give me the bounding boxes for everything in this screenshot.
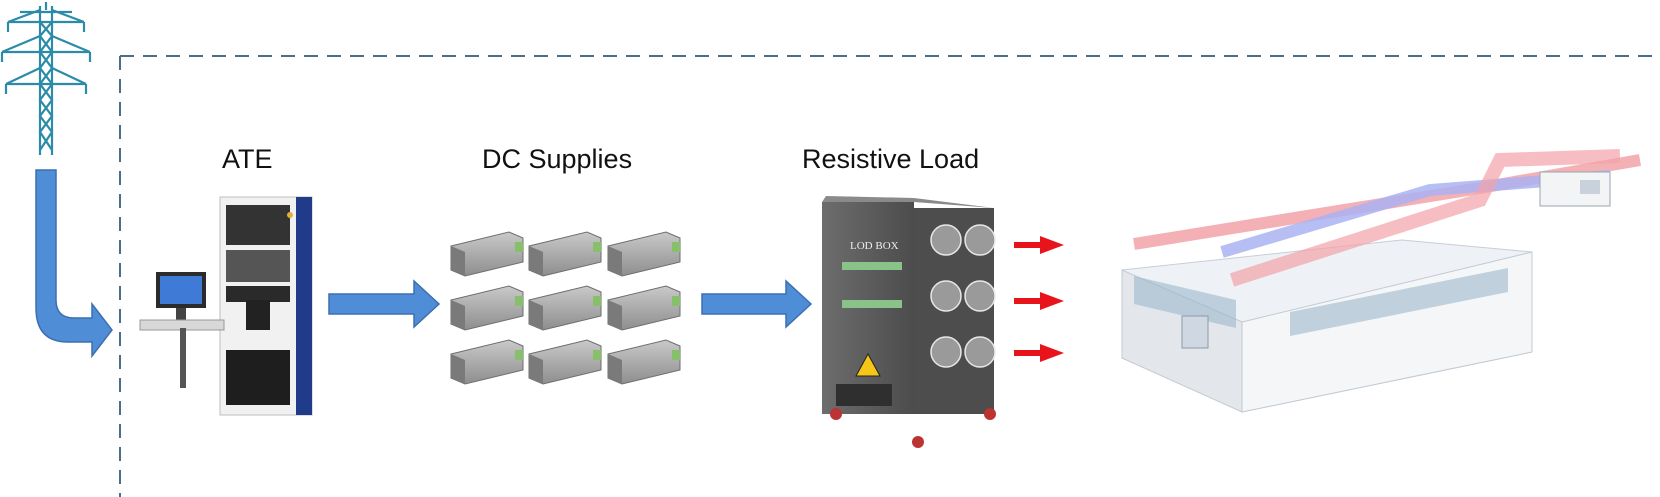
dc-supply-module-icon: [607, 231, 681, 277]
cooling-fan-icon: [964, 280, 996, 312]
load-bank-icon: [822, 196, 996, 448]
flow-arrow-1: [328, 279, 441, 329]
cooling-fan-icon: [930, 336, 962, 368]
ate-label: ATE: [222, 144, 273, 174]
dc-supply-module-icon: [450, 231, 524, 277]
cleanroom-icon: [1121, 149, 1642, 413]
dc-supply-module-icon: [528, 231, 602, 277]
grid-feed-arrow: [35, 169, 113, 359]
heat-arrows: [1014, 236, 1064, 362]
dc-supply-module-icon: [607, 339, 681, 385]
dc-supply-module-icon: [528, 285, 602, 331]
cooling-fan-icon: [930, 224, 962, 256]
dc-supply-module-icon: [450, 285, 524, 331]
resistive-load-label: Resistive Load: [802, 144, 980, 174]
load-box-plate: LOD BOX: [850, 240, 899, 252]
flow-arrow-2: [701, 279, 813, 329]
ate-rack-icon: [139, 196, 313, 416]
dc-supplies-grid: [450, 231, 681, 385]
dc-supply-module-icon: [528, 339, 602, 385]
cooling-fan-icon: [964, 336, 996, 368]
dc-supply-module-icon: [450, 339, 524, 385]
dc-supplies-label: DC Supplies: [482, 144, 633, 174]
cooling-fan-icon: [930, 280, 962, 312]
dc-supply-module-icon: [607, 285, 681, 331]
cooling-fan-icon: [964, 224, 996, 256]
transmission-tower-icon: [0, 2, 92, 155]
facility-boundary: [119, 55, 1660, 497]
